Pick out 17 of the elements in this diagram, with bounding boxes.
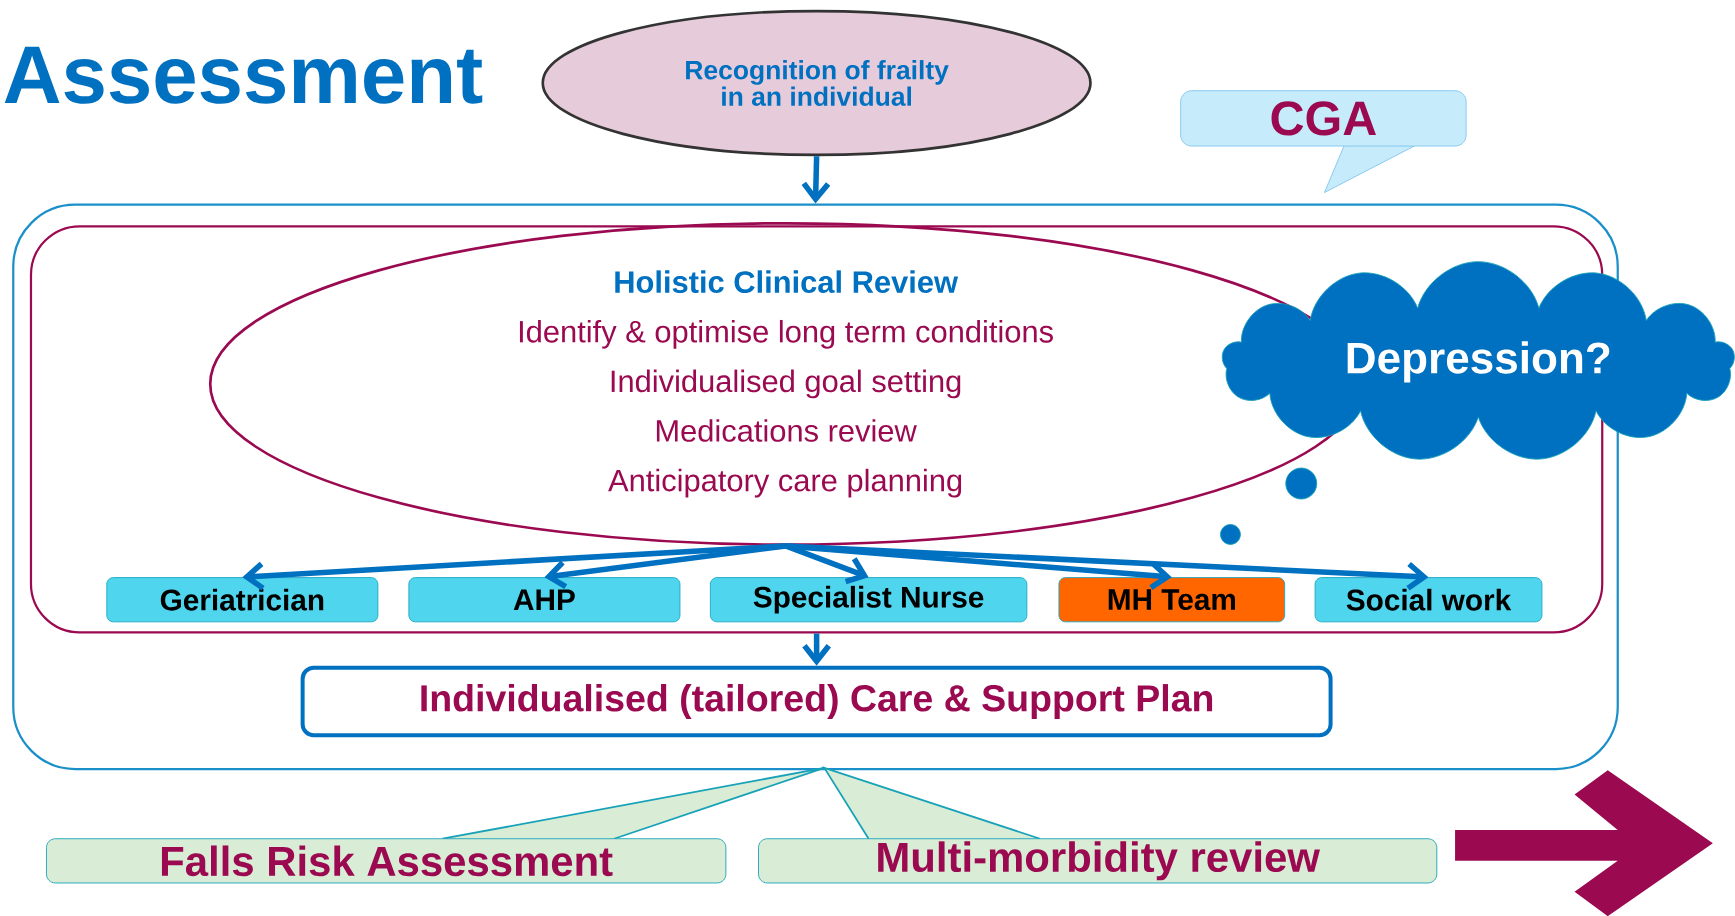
title: Assessment (4, 46, 483, 104)
oval-node: Recognition of frailty in an individual (541, 9, 1092, 157)
arrow (242, 543, 786, 591)
role-box: AHP (408, 577, 681, 623)
callout-box: Multi-morbidity review (758, 766, 1438, 884)
arrow (785, 543, 1429, 591)
plan-box: Individualised (tailored) Care & Support Plan (300, 665, 1333, 738)
arrow (784, 543, 869, 585)
role-box: MH Team (1058, 577, 1286, 623)
frame-box (12, 203, 1619, 771)
role-box: Specialist Nurse (709, 577, 1028, 623)
speech-bubble: CGA (1180, 90, 1467, 193)
callout-box: Falls Risk Assessment (46, 766, 826, 884)
role-box: Social work (1314, 577, 1543, 623)
arrow (544, 543, 786, 589)
thought-cloud: Depression? (1221, 261, 1735, 460)
role-box: Geriatrician (106, 577, 379, 623)
